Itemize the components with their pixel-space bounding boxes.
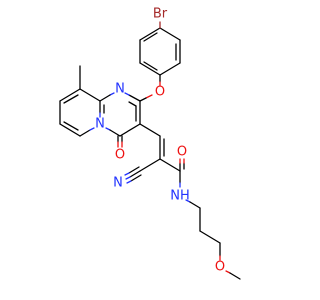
atom-n-ring-top: N xyxy=(115,82,125,97)
atom-n-ring-bridge: N xyxy=(95,117,105,132)
atom-nh-amide: NH xyxy=(170,189,190,204)
structure-diagram: Br O N N O O N NH O xyxy=(59,6,241,280)
atom-o-ether: O xyxy=(155,85,165,100)
atom-br: Br xyxy=(153,7,168,22)
atom-o-amide: O xyxy=(177,145,187,160)
atom-n-nitrile: N xyxy=(113,176,123,191)
molecule-drawing: Br O N N O O N NH O xyxy=(59,7,241,280)
pyrimidone-ring xyxy=(99,92,141,137)
o-c2-bond xyxy=(139,97,147,102)
pyridine-ring xyxy=(59,88,101,137)
atom-o-methoxy: O xyxy=(215,260,225,275)
atom-o-ketone: O xyxy=(115,148,125,163)
side-chain xyxy=(124,123,241,280)
bromophenyl-ring xyxy=(139,27,181,76)
